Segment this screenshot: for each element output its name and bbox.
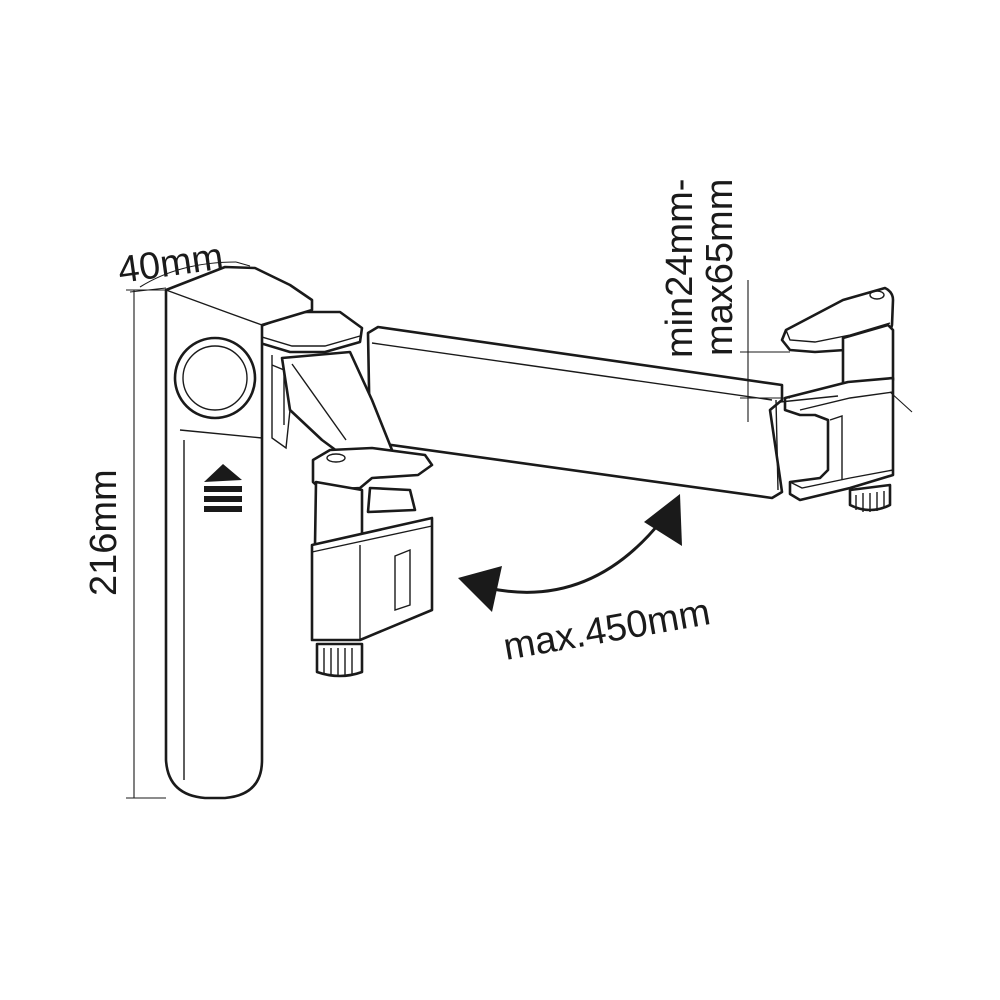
clamp-max-label: max65mm	[699, 179, 741, 356]
clamp-min-label: min24mm-	[659, 179, 701, 358]
swing-arrow-icon	[458, 494, 682, 612]
right-clamp	[779, 286, 895, 512]
height-label: 216mm	[83, 469, 125, 596]
reach-label: max.450mm	[500, 591, 713, 669]
pivot-cap-plate	[226, 288, 364, 354]
wall-bracket	[164, 265, 314, 800]
left-clamp	[310, 446, 434, 678]
extension-arm	[366, 325, 784, 500]
up-arrow-icon	[204, 464, 242, 512]
clamp-range-dimension	[740, 280, 913, 422]
height-dimension	[126, 289, 166, 799]
